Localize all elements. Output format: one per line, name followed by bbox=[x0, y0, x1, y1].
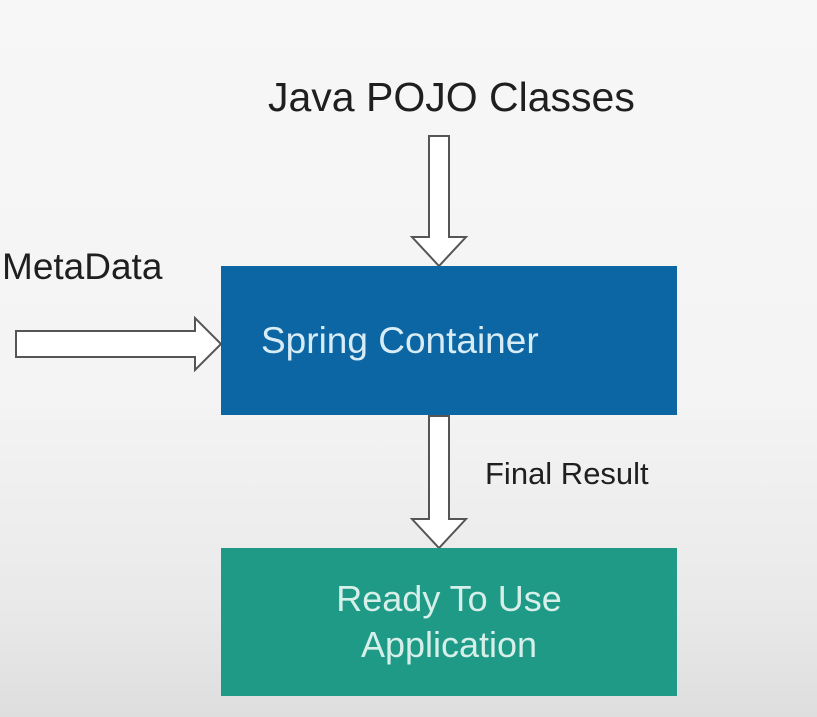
spring-container-label: Spring Container bbox=[261, 319, 539, 361]
spring-container-box: Spring Container bbox=[221, 266, 677, 415]
ready-application-line2: Application bbox=[360, 624, 538, 665]
pojo-classes-label: Java POJO Classes bbox=[268, 74, 635, 120]
metadata-label: MetaData bbox=[2, 246, 163, 287]
ready-application-box: Ready To Use Application bbox=[221, 548, 677, 696]
arrow-pojo-to-container bbox=[409, 135, 469, 268]
final-result-label: Final Result bbox=[485, 456, 649, 491]
arrow-container-to-output bbox=[409, 415, 469, 550]
arrow-metadata-to-container bbox=[15, 315, 223, 373]
ready-application-line1: Ready To Use bbox=[336, 578, 562, 619]
